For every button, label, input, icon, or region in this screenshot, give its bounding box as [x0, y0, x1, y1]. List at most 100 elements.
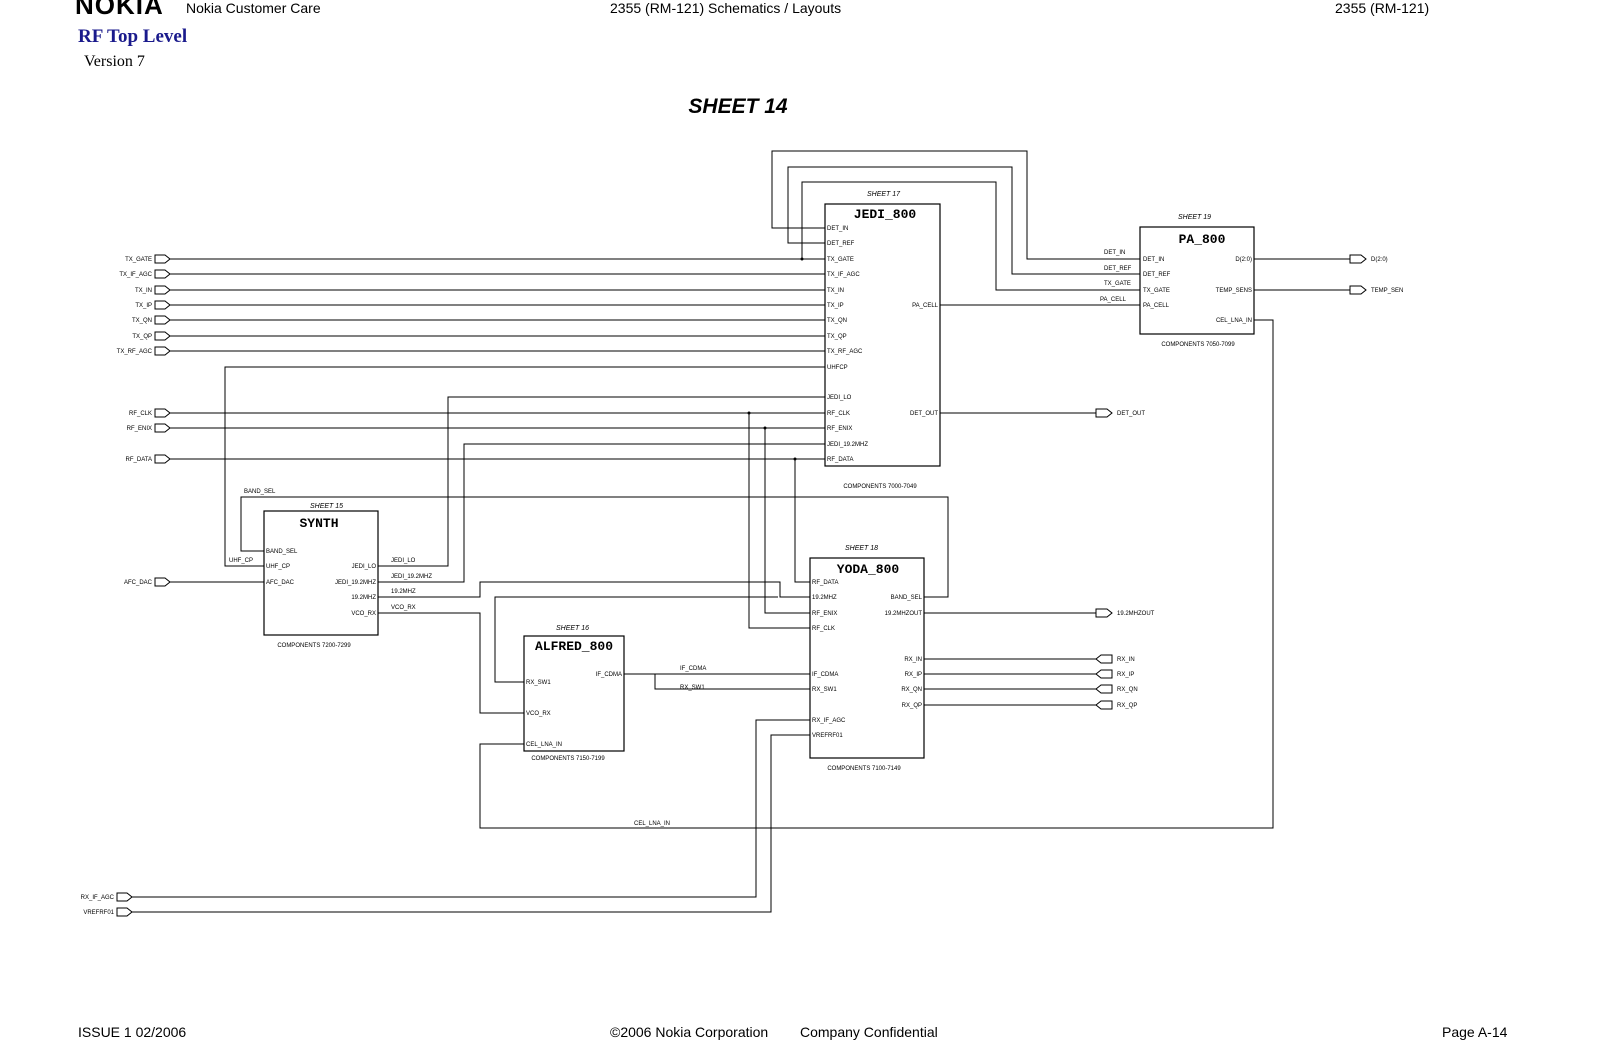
- net-label: RX_SW1: [680, 685, 705, 691]
- pin-label: BAND_SEL: [891, 595, 923, 601]
- pa-block: [1139, 226, 1255, 335]
- port-label: TEMP_SEN: [1371, 288, 1403, 294]
- net-label: JEDI_LO: [391, 558, 416, 564]
- port-symbol: [1349, 285, 1367, 295]
- pin-label: BAND_SEL: [266, 549, 298, 555]
- pin-label: JEDI_19.2MHZ: [827, 442, 868, 448]
- pin-label: IF_CDMA: [812, 672, 838, 678]
- port-label: TX_IF_AGC: [119, 272, 152, 278]
- alfred-components: COMPONENTS 7150-7199: [531, 756, 605, 762]
- pin-label: JEDI_LO: [352, 564, 377, 570]
- pin-label: VCO_RX: [526, 711, 551, 717]
- pin-label: UHFCP: [827, 365, 848, 371]
- version-label: Version 7: [84, 53, 145, 70]
- pin-label: TX_QP: [827, 334, 847, 340]
- pin-label: RX_QP: [902, 703, 922, 709]
- synth-block-name: SYNTH: [299, 516, 338, 531]
- pin-label: JEDI_19.2MHZ: [335, 580, 376, 586]
- sheet-title: SHEET 14: [688, 95, 788, 118]
- port-symbol: [154, 454, 171, 464]
- synth-components: COMPONENTS 7200-7299: [277, 643, 351, 649]
- port-label: RX_IN: [1117, 657, 1135, 663]
- net-label: PA_CELL: [1100, 297, 1127, 303]
- port-symbol: [1095, 654, 1113, 664]
- yoda-block: [809, 557, 925, 759]
- port-label: D(2:0): [1371, 257, 1388, 263]
- page-title: RF Top Level: [78, 26, 188, 47]
- port-symbol: [154, 423, 171, 433]
- alfred-block: [523, 635, 625, 752]
- pin-label: RF_ENIX: [812, 611, 837, 617]
- port-symbol: [1095, 669, 1113, 679]
- pin-label: CEL_LNA_IN: [526, 742, 562, 748]
- yoda-components: COMPONENTS 7100-7149: [827, 766, 901, 772]
- yoda-block-name: YODA_800: [837, 562, 900, 577]
- footer-issue: ISSUE 1 02/2006: [78, 1024, 187, 1040]
- footer-copyright: ©2006 Nokia Corporation: [610, 1024, 769, 1040]
- pin-label: JEDI_LO: [827, 395, 852, 401]
- net-label: TX_GATE: [1104, 281, 1131, 287]
- pin-label: 19.2MHZ: [812, 595, 837, 601]
- pin-label: RX_SW1: [526, 680, 551, 686]
- pin-label: TX_GATE: [827, 257, 854, 263]
- port-label: TX_QN: [132, 318, 152, 324]
- pin-label: PA_CELL: [1143, 303, 1170, 309]
- pa-sheet-label: SHEET 19: [1178, 214, 1211, 221]
- jedi-left-pins: DET_IN DET_REF TX_GATE TX_IF_AGC TX_IN T…: [827, 226, 868, 463]
- pin-label: TX_IN: [827, 288, 844, 294]
- pin-label: TX_IF_AGC: [827, 272, 860, 278]
- port-symbol: [1095, 684, 1113, 694]
- pa-components: COMPONENTS 7050-7099: [1161, 342, 1235, 348]
- nokia-logo: NOKIA: [75, 0, 164, 20]
- port-label: TX_QP: [132, 334, 152, 340]
- port-label: TX_IN: [135, 288, 152, 294]
- pin-label: RF_CLK: [812, 626, 835, 632]
- footer-confidential: Company Confidential: [800, 1024, 938, 1040]
- pin-label: D(2:0): [1235, 257, 1252, 263]
- synth-block: [263, 510, 379, 636]
- pin-label: 19.2MHZOUT: [885, 611, 923, 617]
- port-label: RX_IF_AGC: [81, 895, 115, 901]
- pin-label: RF_CLK: [827, 411, 850, 417]
- pin-label: TX_QN: [827, 318, 847, 324]
- port-label: RF_ENIX: [127, 426, 152, 432]
- pin-label: RF_DATA: [812, 580, 838, 586]
- alfred-sheet-label: SHEET 16: [556, 625, 589, 632]
- port-symbol: [154, 300, 171, 310]
- pin-label: RX_SW1: [812, 687, 837, 693]
- net-label: IF_CDMA: [680, 666, 706, 672]
- pin-label: IF_CDMA: [596, 672, 622, 678]
- port-symbol: [1349, 254, 1367, 264]
- pin-label: DET_IN: [827, 226, 848, 232]
- jedi-block: [824, 203, 941, 467]
- pin-label: DET_OUT: [910, 411, 938, 417]
- port-label: TX_RF_AGC: [117, 349, 153, 355]
- pin-label: PA_CELL: [912, 303, 939, 309]
- pin-label: RX_IP: [905, 672, 922, 678]
- port-label: TX_IP: [135, 303, 152, 309]
- net-label: 19.2MHZ: [391, 589, 416, 595]
- wires: [132, 150, 1350, 913]
- pin-label: VCO_RX: [351, 611, 376, 617]
- pin-label: CEL_LNA_IN: [1216, 318, 1252, 324]
- pin-label: TEMP_SENS: [1216, 288, 1252, 294]
- port-label: RX_QP: [1117, 703, 1137, 709]
- port-label: RF_DATA: [126, 457, 152, 463]
- port-symbol: [116, 892, 133, 902]
- pin-label: RF_DATA: [827, 457, 853, 463]
- pin-label: 19.2MHZ: [351, 595, 376, 601]
- port-symbol: [154, 315, 171, 325]
- alfred-block-name: ALFRED_800: [535, 639, 613, 654]
- footer-page-number: Page A-14: [1442, 1024, 1508, 1040]
- jedi-sheet-label: SHEET 17: [867, 191, 901, 198]
- port-label: DET_OUT: [1117, 411, 1145, 417]
- port-label: AFC_DAC: [124, 580, 153, 586]
- net-label: VCO_RX: [391, 605, 416, 611]
- pin-label: DET_REF: [1143, 272, 1171, 278]
- net-label: UHF_CP: [229, 558, 253, 564]
- pin-label: UHF_CP: [266, 564, 290, 570]
- pin-label: TX_IP: [827, 303, 844, 309]
- port-symbol: [154, 285, 171, 295]
- port-symbol: [1095, 700, 1113, 710]
- pin-label: RX_IN: [904, 657, 922, 663]
